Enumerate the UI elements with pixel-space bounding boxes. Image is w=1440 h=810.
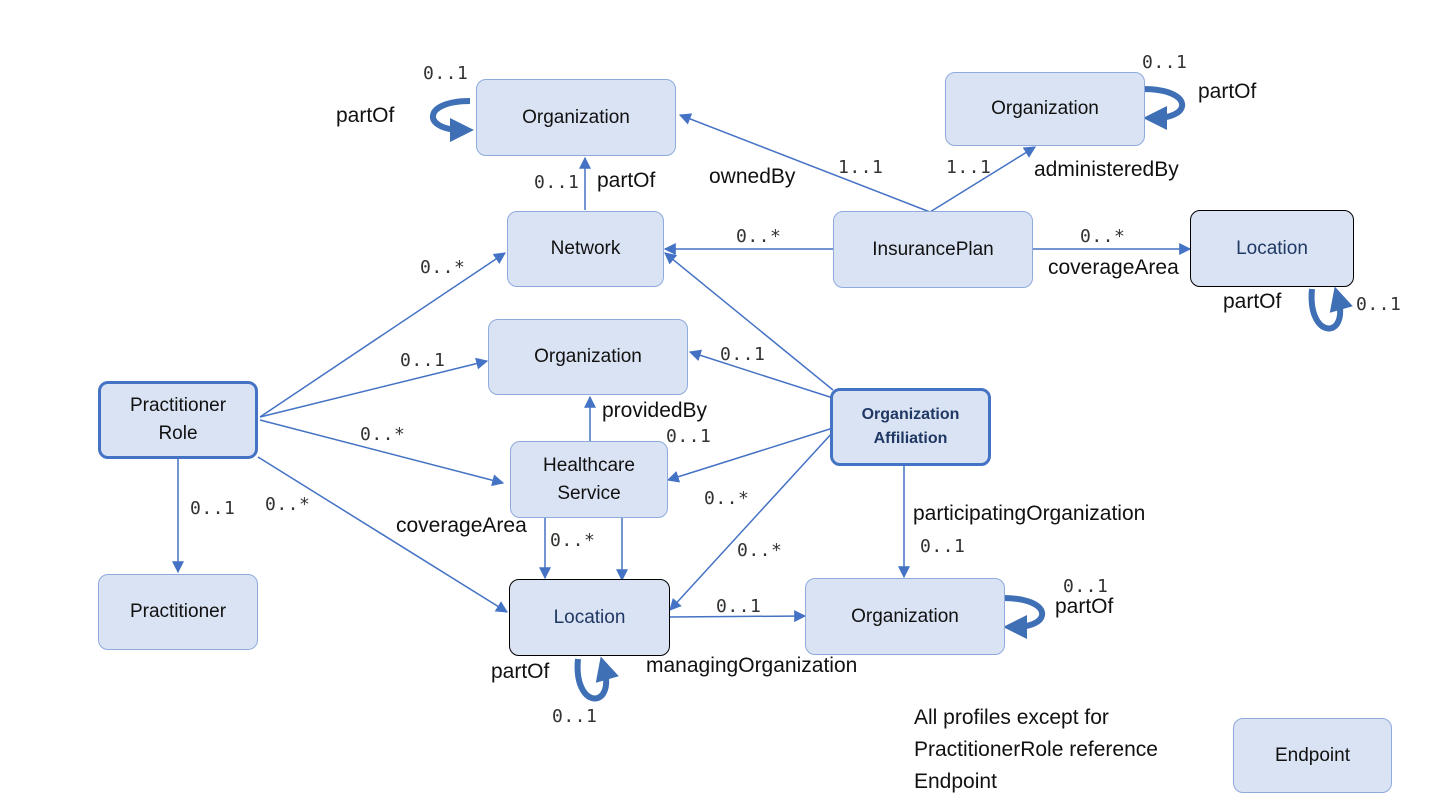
loop-org-top (430, 98, 474, 142)
mult-role-network: 0..* (420, 257, 466, 278)
label-provided-by: providedBy (602, 399, 708, 422)
node-label: Healthcare Service (543, 454, 635, 504)
label-owned-by: ownedBy (709, 165, 796, 188)
edge-role-location (257, 456, 509, 613)
node-label: Location (1236, 237, 1308, 259)
label-partof-org-top: partOf (336, 104, 395, 127)
node-label: InsurancePlan (872, 238, 994, 260)
node-label: Organization Affiliation (861, 406, 960, 447)
node-label: Practitioner (129, 601, 227, 622)
note-line-2: PractitionerRole reference (914, 738, 1158, 761)
loop-location-main (574, 656, 619, 702)
mult-owned-by: 1..1 (838, 157, 884, 178)
node-location-coverage[interactable]: Location (1190, 210, 1354, 287)
mult-service-location: 0..* (550, 530, 596, 551)
node-label: Organization (522, 106, 630, 128)
mult-affil-location: 0..* (737, 540, 783, 561)
node-label: Practitioner Role (129, 395, 227, 444)
mult-affil-service: 0..* (704, 488, 750, 509)
label-partof-location-main: partOf (491, 660, 550, 683)
edge-role-org (259, 357, 489, 418)
edge-affil-network (664, 252, 834, 391)
edge-owned-by (678, 113, 931, 213)
node-organization-participating[interactable]: Organization (805, 578, 1005, 655)
node-organization-affiliation[interactable]: Organization Affiliation (830, 388, 991, 466)
label-coverage-area-plan: coverageArea (1048, 256, 1179, 279)
edge-managing (669, 610, 807, 623)
label-partof-org-admin: partOf (1198, 80, 1257, 103)
edge-administered-by (929, 146, 1037, 213)
mult-location-coverage-self: 0..1 (1356, 294, 1402, 315)
loop-org-participating (1002, 595, 1046, 639)
mult-participating: 0..1 (920, 536, 966, 557)
endpoint-note: All profiles except for PractitionerRole… (914, 702, 1158, 798)
node-label: Network (550, 238, 621, 259)
label-participating-organization: participatingOrganization (913, 502, 1146, 525)
node-label: Organization (851, 605, 959, 627)
loop-org-admin (1142, 86, 1186, 130)
mult-affil-org: 0..1 (720, 344, 766, 365)
node-location-main[interactable]: Location (509, 579, 670, 656)
mult-plan-coverage: 0..* (1080, 226, 1126, 247)
mult-location-main-self: 0..1 (552, 706, 598, 727)
mult-role-location: 0..* (265, 494, 311, 515)
mult-role-practitioner: 0..1 (190, 498, 236, 519)
node-endpoint[interactable]: Endpoint (1233, 718, 1392, 793)
edge-affil-location (669, 431, 834, 611)
node-organization-top[interactable]: Organization (476, 79, 676, 156)
mult-role-org: 0..1 (400, 350, 446, 371)
loop-location-coverage (1308, 286, 1353, 332)
mult-org-top-self: 0..1 (423, 63, 469, 84)
label-partof-network: partOf (597, 169, 656, 192)
node-organization-provided[interactable]: Organization (488, 319, 688, 395)
node-insurance-plan[interactable]: InsurancePlan (833, 211, 1033, 288)
mult-provided-by: 0..1 (666, 426, 712, 447)
note-line-1: All profiles except for (914, 706, 1109, 729)
mult-plan-network: 0..* (736, 226, 782, 247)
mult-administered-by: 1..1 (946, 157, 992, 178)
node-practitioner[interactable]: Practitioner (98, 574, 258, 650)
mult-org-participating-self: 0..1 (1063, 576, 1109, 597)
note-line-3: Endpoint (914, 770, 997, 793)
label-coverage-area-service: coverageArea (396, 514, 527, 537)
mult-role-service: 0..* (360, 424, 406, 445)
mult-org-admin-self: 0..1 (1142, 52, 1188, 73)
node-label: Organization (991, 98, 1099, 119)
mult-network-partof: 0..1 (534, 172, 580, 193)
edge-affil-org (688, 349, 834, 399)
mult-managing: 0..1 (716, 596, 762, 617)
node-practitioner-role[interactable]: Practitioner Role (98, 381, 258, 459)
label-partof-org-participating: partOf (1055, 595, 1114, 618)
node-label: Location (553, 606, 626, 628)
node-label: Organization (534, 346, 642, 367)
node-healthcare-service[interactable]: Healthcare Service (510, 441, 668, 518)
node-label: Endpoint (1274, 744, 1350, 766)
node-network[interactable]: Network (507, 211, 664, 287)
label-managing-organization: managingOrganization (646, 654, 858, 677)
label-partof-location-coverage: partOf (1223, 290, 1282, 313)
edge-role-service (259, 419, 505, 487)
node-organization-admin[interactable]: Organization (945, 72, 1145, 146)
edge-affil-service (666, 427, 834, 483)
label-administered-by: administeredBy (1034, 158, 1179, 181)
edge-role-network (259, 252, 506, 418)
